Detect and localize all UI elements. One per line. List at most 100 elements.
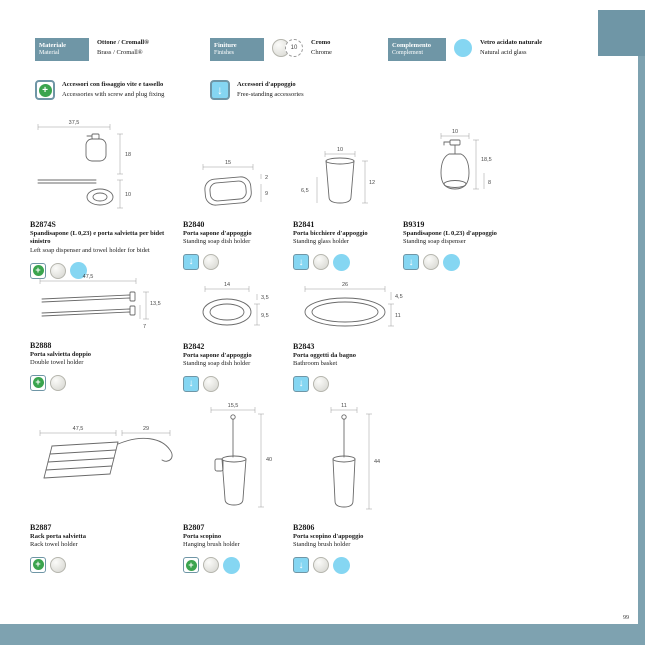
chrome-finish-icon: [313, 375, 329, 392]
down-arrow-icon: ↓: [188, 256, 194, 268]
right-edge-strip: [638, 56, 645, 645]
dim-label: 2: [265, 175, 268, 181]
product-code: B2888: [30, 341, 52, 350]
product-name-en: Standing soap dish holder: [183, 360, 251, 368]
product-name-it: Porta sapone d'appoggio: [183, 230, 252, 237]
glass-complement-icon: [333, 253, 350, 271]
freestanding-it: Accessori d'appoggio: [237, 81, 296, 88]
dim-label: 9: [265, 191, 268, 197]
product-name-en: Rack towel holder: [30, 541, 78, 549]
product-name-en: Standing soap dish holder: [183, 238, 251, 246]
product-code: B2840: [183, 220, 205, 229]
chrome-finish-icon: [203, 375, 219, 392]
product-icons: +: [30, 556, 188, 573]
screw-fixing-icon: +: [30, 556, 46, 573]
product-name-en: Bathroom basket: [293, 360, 338, 368]
dim-label: 37,5: [69, 120, 80, 126]
material-badge: Materiale Material: [35, 38, 89, 61]
chrome-finish-icon: [203, 557, 219, 574]
freestanding-icon: ↓: [293, 557, 309, 574]
chrome-finish-icon: [50, 374, 66, 391]
plus-icon: +: [32, 265, 44, 277]
product-name-it: Rack porta salvietta: [30, 533, 86, 540]
chrome-finish-icon: [423, 254, 439, 271]
screw-fixing-en: Accessories with screw and plug fixing: [62, 90, 165, 98]
product-name-en: Left soap dispenser and towel holder for…: [30, 246, 150, 254]
dim-label: 13,5: [150, 301, 161, 307]
freestanding-icon: ↓: [183, 253, 199, 270]
product-icons: ↓: [293, 253, 405, 271]
dim-label: 10: [452, 129, 458, 135]
down-arrow-icon: ↓: [298, 378, 304, 390]
screw-fixing-icon: +: [30, 374, 46, 391]
screw-fixing-icon: +: [35, 80, 55, 100]
finish-value-it: Cromo: [311, 39, 331, 46]
finish-code-icon: 10: [285, 39, 303, 57]
material-badge-it: Materiale: [39, 42, 67, 49]
down-arrow-icon: ↓: [298, 256, 304, 268]
dim-label: 40: [266, 457, 272, 463]
glass-complement-icon: [70, 262, 87, 280]
glass-complement-icon: [223, 556, 240, 574]
product-name-en: Standing glass holder: [293, 238, 349, 246]
product-icons: ↓: [183, 375, 291, 392]
finish-value: Cromo Chrome: [311, 38, 332, 57]
product-drawing: 10 18,5 8: [403, 127, 521, 218]
product-name-it: Porta oggetti da bagno: [293, 352, 357, 359]
product-code: B9319: [403, 220, 425, 229]
drawing-soap-dish: 15 2 9: [202, 160, 268, 206]
glass-complement-icon: [333, 556, 350, 574]
product-tile-b9319: 10 18,5 8 B9319 Spandisapone (L 0,23) d'…: [403, 127, 521, 271]
dim-label: 6,5: [301, 188, 309, 194]
product-name-en: Hanging brush holder: [183, 541, 240, 549]
product-drawing: 47,5 29: [30, 424, 188, 521]
product-name-it: Porta sapone d'appoggio: [183, 352, 252, 359]
freestanding-icon: ↓: [183, 375, 199, 392]
material-value: Ottone / Cromall® Brass / Cromall®: [97, 38, 149, 57]
product-name-en: Standing brush holder: [293, 541, 351, 549]
product-drawing: 26 4,5 11: [293, 280, 411, 340]
product-icons: ↓: [293, 375, 411, 392]
product-tile-b2840: 15 2 9 B2840 Porta sapone d'appoggio Sta…: [183, 158, 291, 270]
product-drawing: 14 3,5 9,5: [183, 280, 291, 340]
freestanding-icon: ↓: [403, 254, 419, 271]
chrome-finish-icon: [50, 262, 66, 279]
drawing-bathroom-basket: 26 4,5 11: [304, 282, 403, 327]
dim-label: 18: [125, 152, 131, 158]
product-tile-b2842: 14 3,5 9,5 B2842 Porta sapone d'appoggio…: [183, 280, 291, 392]
product-icons: ↓: [183, 253, 291, 270]
product-code: B2887: [30, 523, 52, 532]
drawing-hanging-brush-holder: 15,5 40: [210, 403, 272, 508]
bottom-edge-strip: [0, 624, 645, 645]
product-name-it: Porta scopino d'appoggio: [293, 533, 364, 540]
chrome-finish-icon: [313, 254, 329, 271]
legend-finish: Finiture Finishes 10 Cromo Chrome: [210, 38, 332, 61]
dim-label: 8: [488, 180, 491, 186]
product-name-en: Double towel holder: [30, 359, 84, 367]
plus-icon: +: [32, 559, 44, 571]
product-code: B2807: [183, 523, 205, 532]
legend-complement: Complemento Complement Vetro acidato nat…: [388, 38, 542, 61]
material-value-it: Ottone / Cromall®: [97, 39, 150, 46]
product-drawing: 47,5 13,5 7: [30, 272, 182, 339]
complement-badge: Complemento Complement: [388, 38, 446, 61]
dim-label: 18,5: [481, 157, 492, 163]
product-tile-b2807: 15,5 40 B2807 Porta scopino Hanging brus…: [183, 401, 291, 574]
product-tile-b2843: 26 4,5 11 B2843 Porta oggetti da bagno B…: [293, 280, 411, 392]
legend-freestanding: ↓ Accessori d'appoggio Free-standing acc…: [210, 80, 304, 100]
complement-value-it: Vetro acidato naturale: [480, 39, 543, 46]
product-icons: +: [30, 262, 180, 280]
finish-badge-en: Finishes: [214, 50, 235, 57]
product-tile-b2874s: 37,5 18 10 B2874S Spandisapone (L 0,23) …: [30, 118, 180, 280]
screw-fixing-icon: +: [30, 262, 46, 279]
drawing-standing-brush-holder: 11 44: [330, 403, 380, 510]
dim-label: 4,5: [395, 294, 403, 300]
product-name-it: Porta scopino: [183, 533, 222, 540]
drawing-towel-rack: 47,5 29: [39, 426, 173, 479]
dim-label: 14: [224, 282, 230, 288]
corner-accent-square: [598, 10, 645, 56]
drawing-double-towel-holder: 47,5 13,5 7: [39, 274, 161, 330]
dim-label: 44: [374, 459, 380, 465]
dim-label: 11: [341, 403, 347, 409]
